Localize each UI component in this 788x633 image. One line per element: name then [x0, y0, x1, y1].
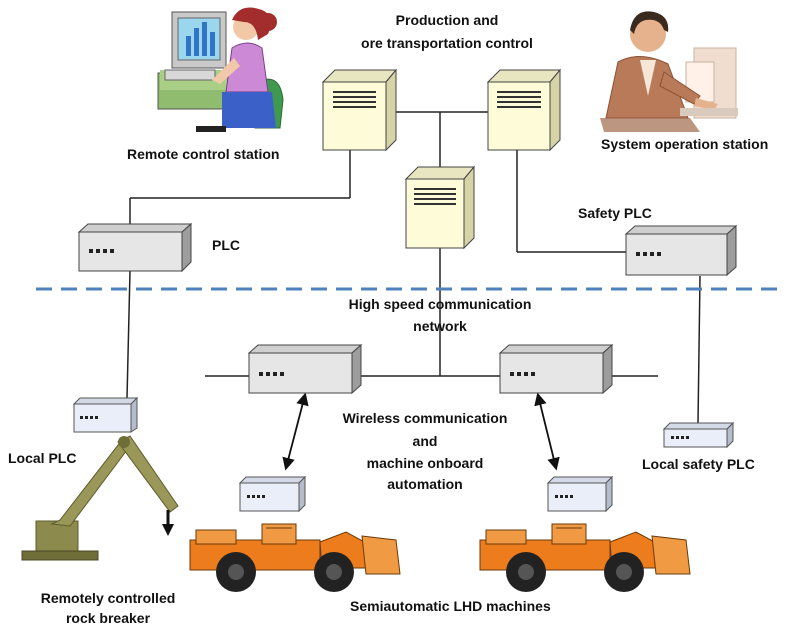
wireless-arrow-left [282, 392, 309, 471]
production-label-line2: ore transportation control [361, 35, 533, 51]
local-safety-plc-label: Local safety PLC [642, 456, 755, 472]
operator-man-icon [600, 11, 738, 132]
wireless-arrow-right [534, 392, 560, 471]
network-label-line1: High speed communication [348, 296, 532, 312]
local-safety-link-line [697, 275, 701, 424]
onboard-box-right-icon [546, 475, 614, 513]
rock-breaker-label-line1: Remotely controlled [40, 590, 176, 606]
plc-box-icon [77, 222, 193, 273]
network-switch-right-icon [498, 343, 614, 395]
remote-control-station-label: Remote control station [127, 146, 280, 162]
system-operation-station-label: System operation station [601, 136, 769, 152]
server-tower-icon [321, 68, 398, 152]
local-plc-link-line [126, 270, 131, 399]
network-label-line2: network [413, 318, 467, 334]
network-switch-left-icon [247, 343, 363, 395]
operator-woman-icon [157, 7, 284, 132]
wireless-label-line4: automation [387, 476, 463, 492]
wireless-label-line3: machine onboard [366, 455, 484, 471]
onboard-box-left-icon [238, 475, 307, 513]
wireless-label-line1: Wireless communication [342, 410, 508, 426]
wireless-label-line2: and [412, 433, 438, 449]
server-tower-icon [404, 165, 476, 250]
local-plc-box-icon [72, 396, 139, 433]
rock-breaker-icon [21, 435, 179, 561]
safety-plc-box-icon [624, 224, 738, 277]
local-safety-plc-box-icon [662, 421, 735, 449]
lhd-loader-icon [189, 523, 401, 592]
plc-label: PLC [212, 237, 240, 253]
rock-breaker-label-line2: rock breaker [65, 610, 151, 626]
lhd-machines-label: Semiautomatic LHD machines [350, 598, 551, 614]
server-tower-icon [486, 68, 562, 152]
lhd-loader-icon [479, 523, 691, 592]
safety-plc-label: Safety PLC [578, 205, 652, 221]
production-label-line1: Production and [395, 12, 499, 28]
local-plc-label: Local PLC [8, 450, 77, 466]
